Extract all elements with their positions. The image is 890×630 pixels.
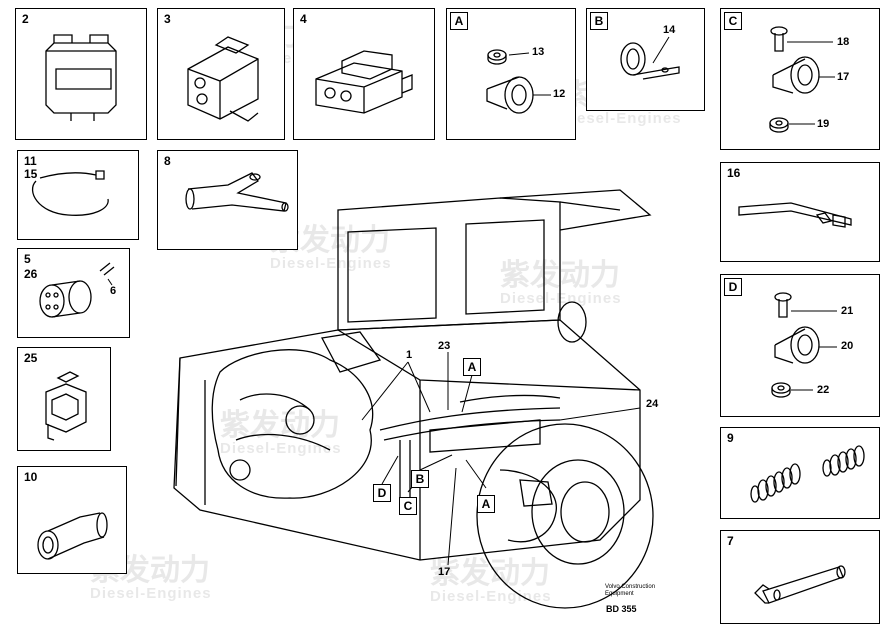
- sleeve-drawing: [37, 512, 108, 560]
- panel-letter: B: [590, 12, 608, 30]
- bellows-drawing: [750, 445, 865, 503]
- callout-12: 12: [553, 88, 566, 100]
- clamp-D-drawing: [771, 292, 837, 398]
- panel-2: 2: [15, 8, 147, 140]
- panel-number: 3: [164, 12, 171, 26]
- panel-number: 5: [24, 252, 31, 266]
- panel-number: 26: [24, 267, 38, 281]
- callout-13: 13: [532, 46, 545, 58]
- tag-C: C: [399, 497, 417, 515]
- callout-19: 19: [817, 118, 830, 130]
- callout-17: 17: [837, 71, 850, 83]
- tag-B: B: [411, 470, 429, 488]
- panel-8: 8: [157, 150, 298, 250]
- branch-tube-drawing: [185, 172, 289, 212]
- panel-10: 10: [17, 466, 127, 574]
- callout-6: 6: [110, 285, 117, 297]
- panel-number: 16: [727, 166, 741, 180]
- panel-letter: A: [450, 12, 468, 30]
- panel-16: 16: [720, 162, 880, 262]
- callout-14: 14: [663, 24, 676, 36]
- panel-number: 8: [164, 154, 171, 168]
- panel-number: 11: [24, 154, 37, 168]
- panel-D: D 21 20 22: [720, 274, 880, 417]
- panel-number: 10: [24, 470, 38, 484]
- panel-number: 15: [24, 167, 38, 181]
- panel-number: 7: [727, 534, 734, 548]
- panel-11-15: 11 15: [17, 150, 139, 240]
- plug-drawing: [315, 50, 413, 114]
- panel-25: 25: [17, 347, 111, 451]
- tag-A-top: A: [463, 358, 481, 376]
- socket-drawing: [45, 371, 87, 441]
- panel-letter: D: [724, 278, 742, 296]
- panel-number: 25: [24, 351, 38, 365]
- panel-7: 7: [720, 530, 880, 624]
- publisher-line-1: Volvo Construction: [605, 584, 656, 590]
- relay-drawing: [45, 34, 117, 121]
- callout-23: 23: [438, 340, 451, 352]
- panel-number: 2: [22, 12, 29, 26]
- callout-20: 20: [841, 340, 854, 352]
- tag-A-bottom: A: [477, 495, 495, 513]
- panel-number: 9: [727, 431, 734, 445]
- panel-3: 3: [157, 8, 285, 140]
- clamp-B-drawing: [620, 36, 680, 80]
- callout-17-main: 17: [438, 566, 451, 578]
- footer-code: BD 355: [606, 604, 637, 614]
- callout-1: 1: [406, 349, 413, 361]
- clamp-A-drawing: [486, 49, 551, 114]
- footer-publisher: Volvo Construction Equipment: [605, 584, 655, 598]
- panel-5-26: 5 26 6: [17, 248, 130, 338]
- panel-letter: C: [724, 12, 742, 30]
- panel-A: A 13 12: [446, 8, 576, 140]
- panel-C: C 18 17 19: [720, 8, 880, 150]
- callout-24: 24: [646, 398, 659, 410]
- panel-4: 4: [293, 8, 435, 140]
- callout-22: 22: [817, 384, 830, 396]
- publisher-line-2: Equipment: [605, 591, 634, 597]
- panel-number: 4: [300, 12, 307, 26]
- pipe-end-drawing: [754, 565, 846, 604]
- strap-drawing: [738, 202, 852, 228]
- round-connector-drawing: [39, 262, 115, 318]
- callout-18: 18: [837, 36, 850, 48]
- connector-drawing: [187, 36, 259, 122]
- cable-tie-drawing: [31, 170, 109, 216]
- tag-D: D: [373, 484, 391, 502]
- clamp-C-drawing: [769, 26, 835, 133]
- panel-9: 9: [720, 427, 880, 519]
- callout-21: 21: [841, 305, 854, 317]
- panel-B: B 14: [586, 8, 705, 111]
